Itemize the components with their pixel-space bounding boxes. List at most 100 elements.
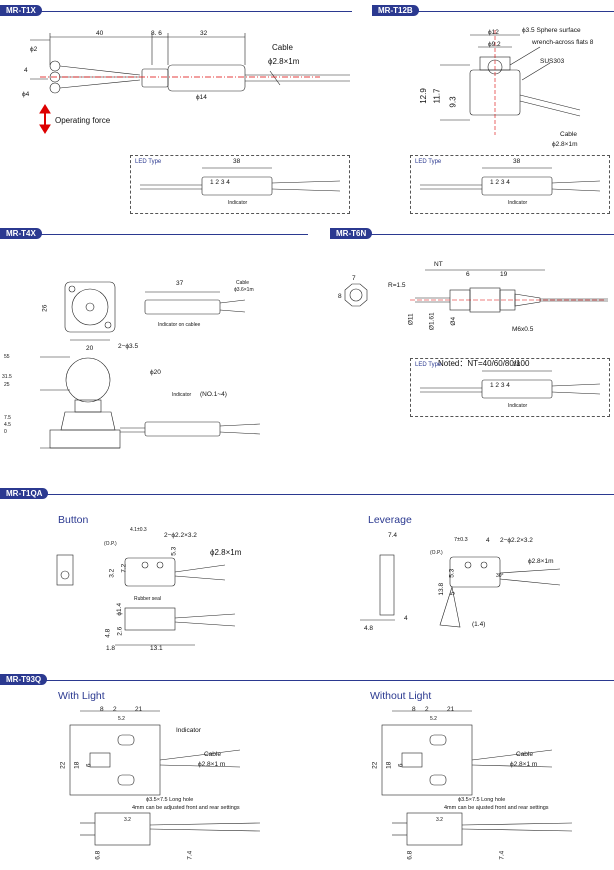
y-25: 25 (4, 382, 10, 388)
wo-dim-5-2: 5.2 (430, 716, 437, 722)
led-indicator-label: Indicator (508, 403, 528, 409)
button-title: Button (58, 514, 89, 526)
led-digits: 1 2 3 4 (210, 179, 230, 186)
thread-m6: M6x0.5 (512, 326, 534, 333)
wo-dim-6-8: 6.8 (406, 850, 414, 860)
dim-phi1-61: Ø1.61 (428, 312, 436, 331)
sphere-label: ϕ3.5 Sphere surface (522, 27, 581, 34)
wo-dim-3-2: 3.2 (436, 817, 443, 823)
dim-8-6: 8. 6 (151, 30, 162, 37)
led-digits: 1 2 3 4 (490, 179, 510, 186)
dim-6: 6 (466, 271, 470, 278)
b-op: (O.P.) (104, 541, 117, 547)
l-dim-30: 30° (496, 573, 504, 579)
mr-t1qa-leverage-drawing (360, 554, 561, 628)
led-type-box (410, 155, 610, 214)
y-55: 55 (4, 354, 10, 360)
led-type-box (130, 155, 350, 214)
dim-4: 4 (24, 67, 28, 74)
l-dim-4b: 4 (404, 615, 408, 622)
l-dim-1-4: (1.4) (472, 621, 486, 628)
cable-dim: ϕ2.8×1m (552, 141, 578, 148)
b-dim-3-2: 3.2 (108, 568, 116, 578)
dim-phi11: Ø11 (407, 313, 415, 326)
dim-r1-5: R=1.5 (388, 282, 406, 289)
wo-dim-7-4: 7.4 (498, 850, 506, 860)
dim-40: 40 (96, 30, 104, 37)
nt-note: Noted：NT=40/60/80/100 (438, 359, 530, 368)
led-type-box (410, 358, 610, 417)
section-tab-mr-t12b: MR-T12B (372, 5, 419, 16)
b-dim-2-6: 2.6 (116, 626, 124, 636)
mr-t4x-drawing (40, 281, 261, 449)
mr-t1qa-button-drawing (56, 554, 236, 646)
b-dim-1-8: 1.8 (106, 645, 116, 652)
operating-force-label: Operating force (55, 116, 111, 125)
cable-label: Cable (272, 43, 293, 52)
wo-hole: ϕ3.5×7.5 Long hole (458, 797, 506, 803)
l-dim-7-4: 7.4 (388, 532, 398, 539)
led-length: 38 (233, 158, 241, 165)
w-hole: ϕ3.5×7.5 Long hole (146, 797, 194, 803)
y-0: 0 (4, 429, 7, 435)
wo-dim-21: 21 (447, 706, 455, 713)
w-dim-5-2: 5.2 (118, 716, 125, 722)
section-rule (418, 11, 614, 13)
w-cable-dim: ϕ2.8×1 m (198, 761, 226, 768)
b-holes: 2−ϕ2.2×3.2 (164, 532, 197, 539)
dim-nt: NT (434, 261, 443, 268)
l-dim-5-3: 5.3 (448, 568, 456, 578)
w-dim-3-2: 3.2 (124, 817, 131, 823)
section-tab-mr-t1x: MR-T1X (0, 5, 42, 16)
l-holes: 2−ϕ2.2×3.2 (500, 537, 533, 544)
y-4-5: 4.5 (4, 422, 11, 428)
led-indicator-drawing (420, 370, 601, 399)
b-cable: ϕ2.8×1m (210, 548, 242, 557)
w-dim-8: 8 (100, 706, 104, 713)
mr-t6n-drawing (344, 269, 608, 313)
cable-dim: ϕ2.8×1m (268, 57, 300, 66)
leverage-title: Leverage (368, 514, 412, 526)
dim-37: 37 (176, 280, 184, 287)
wo-dim-18: 18 (385, 761, 393, 769)
w-indicator: Indicator (176, 727, 201, 734)
section-tab-mr-t93q: MR-T93Q (0, 674, 48, 685)
w-dim-2: 2 (113, 706, 117, 713)
section-tab-mr-t1qa: MR-T1QA (0, 488, 49, 499)
section-rule (46, 494, 614, 496)
dim-phi12: ϕ12 (488, 29, 499, 36)
l-dim-13-8: 13.8 (438, 582, 446, 596)
dim-phi9-2: ϕ9.2 (488, 41, 501, 48)
l-dim-4-8: 4.8 (364, 625, 374, 632)
dim-20: 20 (86, 345, 94, 352)
mr-t93q-with-drawing (69, 710, 261, 846)
section-rule (40, 234, 308, 236)
section-rule (40, 11, 352, 13)
dim-19: 19 (500, 271, 508, 278)
section-tab-mr-t4x: MR-T4X (0, 228, 42, 239)
led-indicator-drawing (420, 167, 601, 196)
dim-phi4: ϕ4 (22, 91, 30, 98)
wo-adjust: 4mm can be ajusted front and rear settin… (444, 805, 549, 811)
wo-cable-dim: ϕ2.8×1 m (510, 761, 538, 768)
l-dim-5: 5 (449, 591, 457, 596)
l-dim-4: 4 (486, 537, 490, 544)
led-indicator-label: Indicator (508, 200, 528, 206)
b-dim-7-2: 7.2 (120, 563, 128, 573)
indicator-on-cable-label: Indicator on cablee (158, 322, 201, 328)
sus-label: SUS303 (540, 58, 565, 65)
dim-7: 7 (352, 275, 356, 282)
b-dim-4-8: 4.8 (104, 628, 112, 638)
w-dim-7-4: 7.4 (186, 850, 194, 860)
flats-label: wrench-across flats 8 (532, 39, 594, 46)
y-31-5: 31.5 (2, 374, 12, 380)
indicator-label: Indicator (172, 392, 192, 398)
w-cable: Cable (204, 751, 221, 758)
dim-phi2: ϕ2 (30, 46, 38, 53)
dim-9-3: 9.3 (448, 96, 458, 108)
led-type-title: LED Type (135, 159, 162, 165)
wo-cable: Cable (516, 751, 533, 758)
with-light-title: With Light (58, 690, 105, 702)
dia-20: ϕ20 (150, 369, 161, 376)
section-rule (46, 680, 614, 682)
